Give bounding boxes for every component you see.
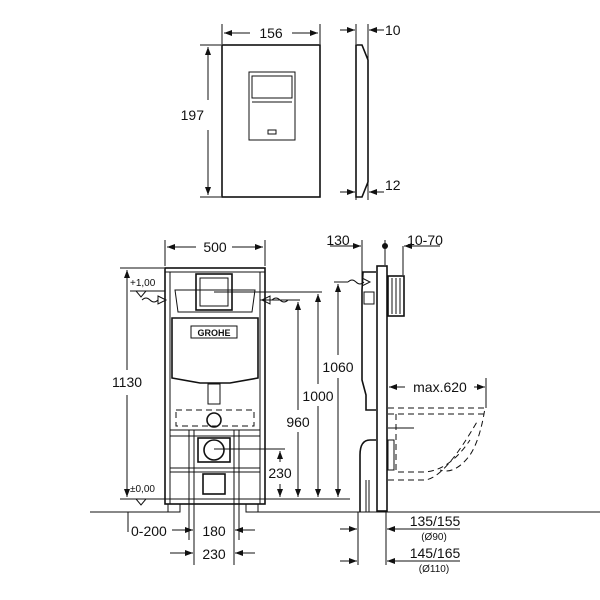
depth-135-155-label: 135/155 — [410, 513, 461, 529]
dia-90-label: (Ø90) — [421, 532, 447, 543]
plate-depth-top-label: 10 — [385, 22, 401, 38]
height-230-label: 230 — [268, 465, 292, 481]
frame-height-label: 1130 — [112, 374, 142, 390]
plate-depth-bottom-label: 12 — [385, 177, 401, 193]
grohe-logo: GROHE — [197, 328, 230, 338]
flush-plate-side — [340, 24, 384, 200]
level-floor-label: ±0,00 — [130, 484, 155, 495]
installation-frame-front: GROHE — [90, 240, 600, 565]
level-top-label: +1,00 — [130, 278, 156, 289]
width-180-label: 180 — [202, 523, 226, 539]
plate-width-label: 156 — [259, 25, 283, 41]
height-1000-label: 1000 — [302, 388, 333, 404]
depth-10-70-label: 10-70 — [407, 232, 443, 248]
width-230-label: 230 — [202, 546, 226, 562]
flush-plate-front — [200, 24, 321, 198]
installation-frame-side — [330, 240, 487, 565]
plate-height-label: 197 — [181, 107, 205, 123]
frame-width-label: 500 — [203, 239, 227, 255]
dia-110-label: (Ø110) — [419, 564, 449, 575]
depth-145-165-label: 145/165 — [410, 545, 461, 561]
max-620-label: max.620 — [413, 379, 467, 395]
depth-130-label: 130 — [326, 232, 350, 248]
height-1060-label: 1060 — [322, 359, 353, 375]
height-960-label: 960 — [286, 414, 310, 430]
offset-label: 0-200 — [131, 523, 167, 539]
